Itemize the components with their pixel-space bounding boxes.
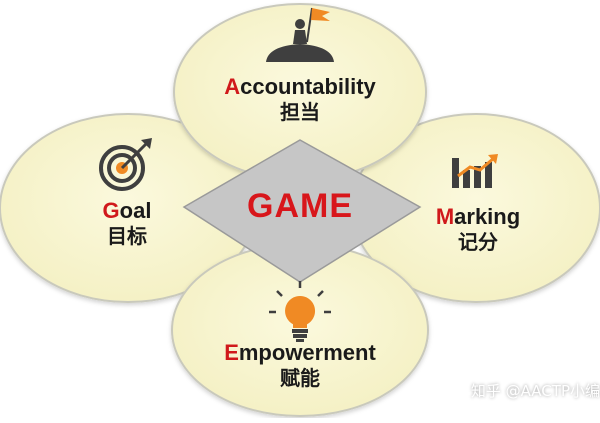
target-arrow-icon [99,138,152,191]
empowerment-initial: E [224,340,239,365]
center-title: GAME [247,187,353,225]
goal-chinese: 目标 [107,224,147,248]
empowerment-label: Empowerment 赋能 [200,340,400,390]
marking-rest: arking [454,204,521,229]
lightbulb-icon [269,281,331,342]
goal-english: Goal [72,198,182,224]
accountability-rest: ccountability [240,74,376,99]
summit-flag-icon [266,7,334,62]
accountability-label: Accountability 担当 [200,74,400,124]
accountability-chinese: 担当 [280,100,320,124]
bar-chart-icon [452,154,498,188]
marking-initial: M [435,204,455,229]
empowerment-chinese: 赋能 [280,366,320,390]
marking-label: Marking 记分 [418,204,538,254]
goal-initial: G [102,198,120,223]
marking-chinese: 记分 [458,230,498,254]
accountability-initial: A [224,74,241,99]
empowerment-rest: mpowerment [238,340,376,365]
accountability-english: Accountability [200,74,400,100]
watermark: 知乎 @AACTP小编 [470,382,600,400]
goal-label: Goal 目标 [72,198,182,248]
goal-rest: oal [119,198,152,223]
empowerment-english: Empowerment [200,340,400,366]
marking-english: Marking [418,204,538,230]
